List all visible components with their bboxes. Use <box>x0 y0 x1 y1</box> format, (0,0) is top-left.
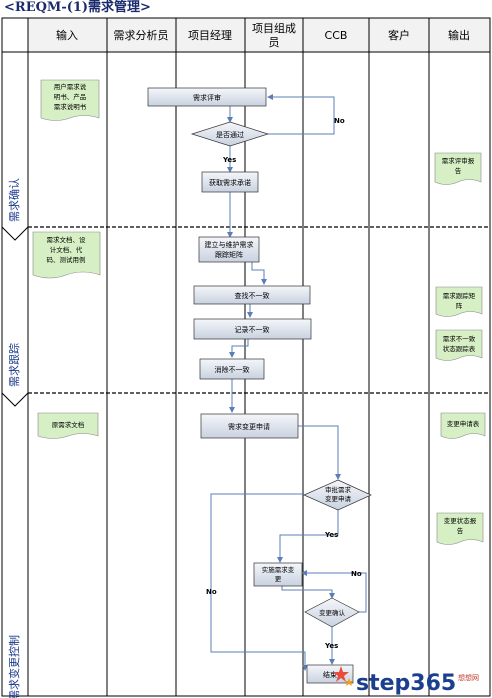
node-change-request: 需求变更申请 <box>200 413 299 439</box>
output-review-line1: 需求评审报 <box>442 156 475 165</box>
node-record-label: 记录不一致 <box>235 325 270 334</box>
output-incons-line2: 状态跟踪表 <box>443 344 476 353</box>
watermark-star-icon <box>333 666 353 686</box>
node-approve-line2: 变更申请 <box>325 494 352 503</box>
node-build-matrix-line1: 建立与维护需求 <box>205 240 254 249</box>
node-approve-line1: 审批需求 <box>325 485 352 494</box>
node-implement-change: 实施需求变 更 <box>253 562 303 587</box>
node-get-commitment: 获取需求承诺 <box>201 171 259 193</box>
edge-label-yes-review: Yes <box>222 156 236 164</box>
input-doc-change-label: 原需求文档 <box>52 420 85 429</box>
output-doc-inconsistency: 需求不一致 状态跟踪表 <box>435 329 483 361</box>
input-doc-change: 原需求文档 <box>37 412 99 439</box>
col-header-ccb: CCB <box>325 29 348 42</box>
stage-label-change: 需求变更控制 <box>7 635 21 698</box>
node-implement-line1: 实施需求变 <box>262 565 295 574</box>
output-status-line1: 变更状态报 <box>444 516 477 525</box>
input-doc-confirm-line2: 明书、产品 <box>54 92 87 101</box>
output-change-request-label: 变更申请表 <box>447 419 480 428</box>
input-doc-track-line1: 需求文档、设 <box>47 235 87 244</box>
connectors <box>210 94 367 671</box>
stage-label-track: 需求跟踪 <box>7 343 21 387</box>
diagram-title: <REQM-(1)需求管理> <box>4 0 151 15</box>
stage-label-confirm: 需求确认 <box>8 178 21 222</box>
node-build-matrix: 建立与维护需求 跟踪矩阵 <box>198 236 260 263</box>
watermark-sub: 想想网 <box>458 673 479 682</box>
node-approve-change-decision: 审批需求 变更申请 <box>303 479 372 511</box>
output-doc-change-request: 变更申请表 <box>440 412 486 439</box>
stage-separators <box>28 226 490 394</box>
col-header-pm: 项目经理 <box>188 29 232 42</box>
node-implement-line2: 更 <box>275 575 282 583</box>
output-incons-line1: 需求不一致 <box>443 334 476 343</box>
node-record-inconsistency: 记录不一致 <box>193 318 312 340</box>
watermark-brand: step365 <box>356 671 456 696</box>
edge-label-no-review: No <box>334 117 345 125</box>
node-find-inconsistency: 查找不一致 <box>193 285 311 305</box>
output-matrix-line2: 阵 <box>456 301 463 310</box>
edge-label-no-confirm: No <box>351 570 362 578</box>
node-confirm-change-decision: 变更确认 <box>304 597 360 628</box>
step365-watermark: step365 想想网 <box>333 666 479 696</box>
col-header-member-2: 员 <box>269 36 280 49</box>
node-end-label: 结束 <box>323 670 337 679</box>
output-status-line2: 告 <box>457 526 464 535</box>
node-passed-label: 是否通过 <box>216 130 244 139</box>
edge-label-yes-approve: Yes <box>324 531 338 539</box>
input-doc-track: 需求文档、设 计文档、代 码、测试用例 <box>32 231 101 279</box>
header-corner <box>1 17 29 53</box>
input-doc-track-line2: 计文档、代 <box>50 245 83 254</box>
column-dividers <box>27 18 430 696</box>
node-confirm-change-label: 变更确认 <box>319 608 346 617</box>
input-doc-confirm-line3: 需求说明书 <box>54 102 87 111</box>
output-doc-review-report: 需求评审报 告 <box>434 152 482 185</box>
outer-frame <box>1 17 491 697</box>
node-build-matrix-line2: 跟踪矩阵 <box>215 250 243 259</box>
input-doc-confirm: 用户需求说 明书、产品 需求说明书 <box>40 79 100 121</box>
col-header-analyst: 需求分析员 <box>114 28 169 42</box>
node-eliminate-inconsistency: 消除不一致 <box>199 358 265 380</box>
col-header-output: 输出 <box>448 28 470 42</box>
node-get-commitment-label: 获取需求承诺 <box>209 178 251 187</box>
node-eliminate-label: 消除不一致 <box>215 365 250 374</box>
input-doc-confirm-line1: 用户需求说 <box>54 82 87 91</box>
input-doc-track-line3: 码、测试用例 <box>47 255 86 264</box>
output-review-line2: 告 <box>455 166 462 175</box>
col-header-customer: 客户 <box>388 28 410 42</box>
output-matrix-line1: 需求跟踪矩 <box>443 291 476 300</box>
output-doc-change-status: 变更状态报 告 <box>436 512 484 545</box>
edge-label-yes-confirm: Yes <box>324 642 338 650</box>
output-doc-trace-matrix: 需求跟踪矩 阵 <box>435 286 483 317</box>
node-review: 需求评审 <box>147 87 267 107</box>
node-review-label: 需求评审 <box>193 93 221 102</box>
col-header-member-1: 项目组成 <box>252 21 296 35</box>
node-change-request-label: 需求变更申请 <box>228 422 270 431</box>
header-row <box>1 17 491 53</box>
node-find-label: 查找不一致 <box>235 291 270 300</box>
stage-chevrons <box>1 226 29 407</box>
edge-label-no-approve: No <box>206 588 217 596</box>
col-header-input: 输入 <box>56 28 78 42</box>
node-passed-decision: 是否通过 <box>190 121 270 147</box>
